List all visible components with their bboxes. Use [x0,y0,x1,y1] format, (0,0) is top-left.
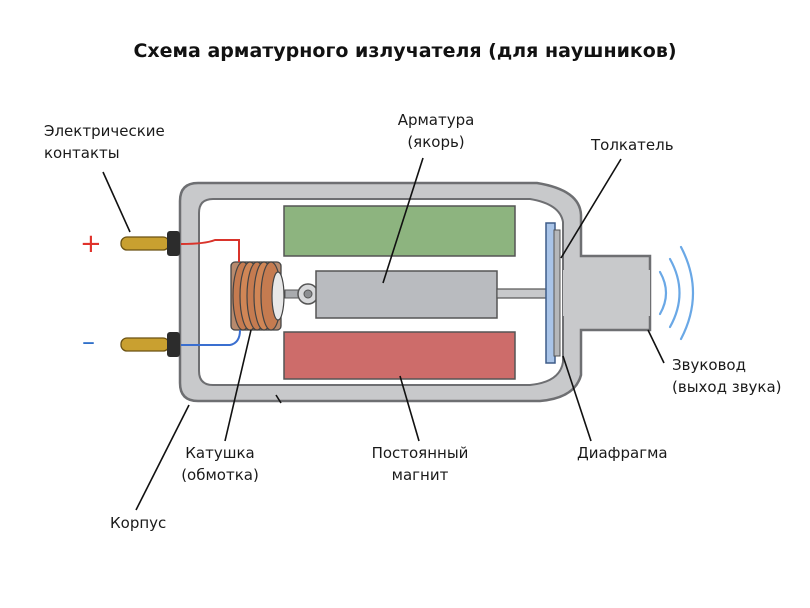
pusher-rod [496,288,550,299]
label-diaphragm: Диафрагма [577,444,668,462]
label-sound-tube-line1: Звуковод [672,356,746,374]
label-contacts-line2: контакты [44,144,120,162]
minus-sign: – [82,327,95,357]
leader-lines [102,157,665,511]
label-coil: Катушка (обмотка) [170,442,270,486]
magnet-bottom [283,331,516,380]
label-contacts-line1: Электрические [44,122,165,140]
plus-sign: + [80,229,102,259]
label-magnet-line2: магнит [391,466,449,484]
coil [230,261,285,331]
contact-pin-bottom [120,332,180,357]
label-pusher: Толкатель [591,136,674,154]
label-magnet: Постоянный магнит [360,442,480,486]
diaphragm-frame [553,229,561,357]
contact-pin-top [120,231,180,256]
label-sound-tube: Звуковод (выход звука) [672,354,782,398]
wire-red [180,239,240,262]
label-magnet-line1: Постоянный [371,444,469,462]
sound-waves [658,245,695,341]
label-armature-line2: (якорь) [407,133,465,151]
label-housing: Корпус [110,514,167,532]
wire-blue [181,329,241,346]
label-armature-line1: Арматура [397,111,475,129]
sound-tube-channel [563,270,650,316]
label-coil-line2: (обмотка) [181,466,259,484]
pivot-hub [303,289,313,299]
label-sound-tube-line2: (выход звука) [672,378,782,396]
label-coil-line1: Катушка [185,444,255,462]
armature [315,270,498,319]
label-armature: Арматура (якорь) [376,109,496,153]
label-contacts: Электрические контакты [44,120,165,164]
diagram-title: Схема арматурного излучателя (для наушни… [133,40,677,62]
